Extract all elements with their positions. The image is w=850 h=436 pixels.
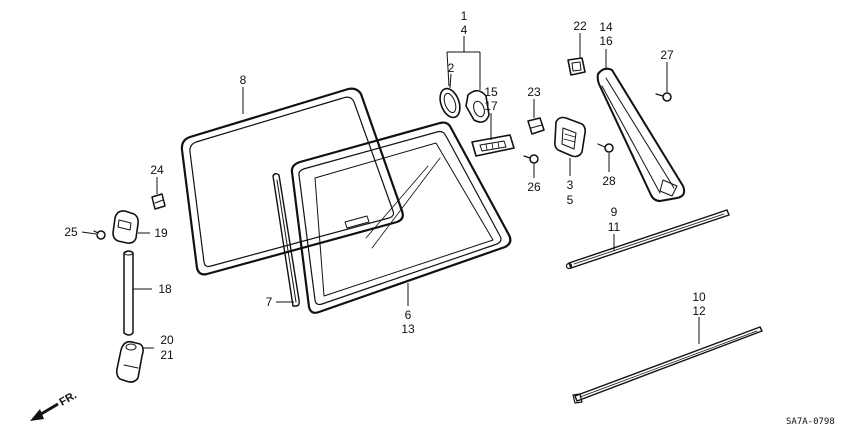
- strip-part-7: [272, 173, 300, 307]
- callout-20: 20: [160, 333, 174, 347]
- callout-13: 13: [401, 322, 415, 336]
- base-part-20-21: [116, 340, 144, 383]
- callout-27: 27: [660, 48, 674, 62]
- callout-4: 4: [461, 23, 468, 37]
- callout-16: 16: [599, 34, 613, 48]
- callout-18: 18: [158, 282, 172, 296]
- grommet-part-2: [439, 87, 461, 119]
- pillar-garnish-part-14-16: [596, 67, 686, 202]
- callout-22: 22: [573, 19, 587, 33]
- leader-lines: [81, 33, 700, 349]
- callout-6: 6: [405, 308, 412, 322]
- callout-26: 26: [527, 180, 541, 194]
- latch-part-15-17: [471, 134, 515, 157]
- clip-part-24: [151, 193, 166, 210]
- rod-part-18: [123, 250, 134, 336]
- bracket-part-19: [112, 210, 139, 244]
- callout-9: 9: [611, 205, 618, 219]
- callout-17: 17: [484, 99, 498, 113]
- callout-21: 21: [160, 348, 174, 362]
- front-direction-label: FR.: [58, 389, 79, 408]
- callout-24: 24: [150, 163, 164, 177]
- callout-10: 10: [692, 290, 706, 304]
- arrow-down-left-icon: [30, 402, 59, 421]
- screw-part-28: [597, 143, 614, 153]
- diagram-code: SA7A-0798: [786, 417, 835, 427]
- callout-8: 8: [240, 73, 247, 87]
- glass-part-6-13: [290, 121, 512, 314]
- callout-23: 23: [527, 85, 541, 99]
- nut-part-22: [567, 57, 586, 76]
- molding-part-10-12: [572, 326, 763, 404]
- screw-part-27: [655, 92, 672, 102]
- molding-part-9-11: [565, 209, 730, 270]
- clip-part-23: [527, 117, 545, 135]
- screw-part-26: [523, 154, 539, 164]
- callout-15: 15: [484, 85, 498, 99]
- callout-2: 2: [448, 61, 455, 75]
- callout-14: 14: [599, 20, 613, 34]
- grommet-part-1-4: [465, 89, 490, 123]
- callout-28: 28: [602, 174, 616, 188]
- latch-cover-part-3-5: [554, 116, 586, 158]
- callout-5: 5: [567, 193, 574, 207]
- callout-labels: 1 4 2 8 15 17 22 14 16 27 23 24 26 3 5 2…: [64, 9, 706, 362]
- callout-25: 25: [64, 225, 78, 239]
- callout-7: 7: [266, 295, 273, 309]
- screw-part-25: [93, 230, 106, 240]
- callout-3: 3: [567, 178, 574, 192]
- callout-12: 12: [692, 304, 706, 318]
- front-direction-indicator: FR.: [30, 389, 79, 421]
- callout-11: 11: [608, 220, 621, 234]
- callout-19: 19: [154, 226, 168, 240]
- callout-1: 1: [461, 9, 468, 23]
- seal-part-8: [180, 87, 404, 276]
